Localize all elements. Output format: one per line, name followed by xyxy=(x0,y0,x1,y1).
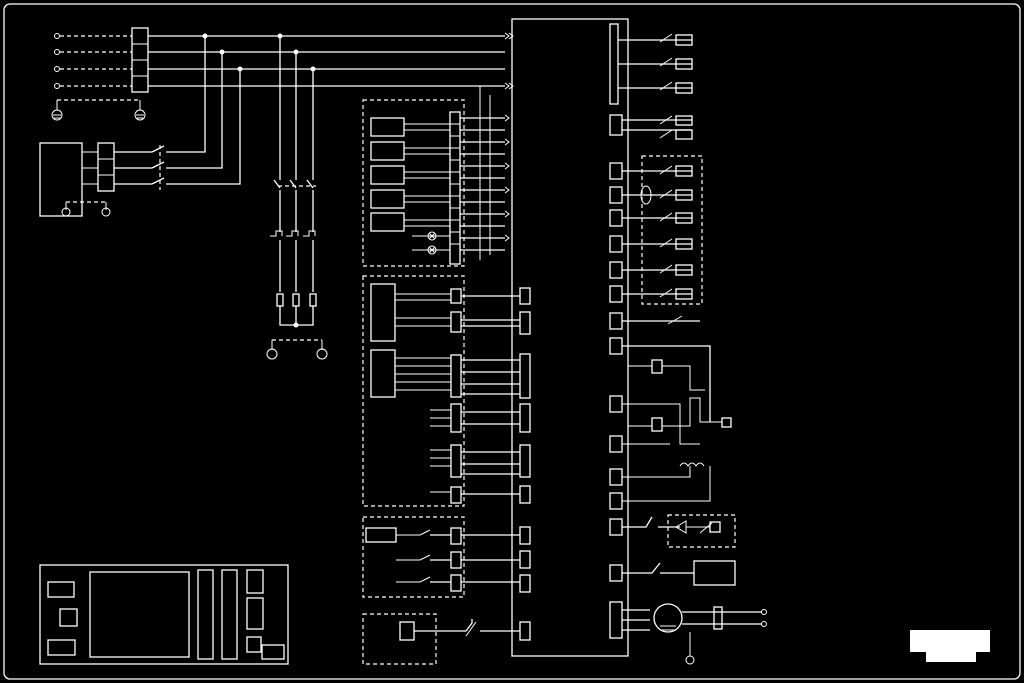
relay-group xyxy=(362,86,510,267)
outer-frame xyxy=(3,3,1021,680)
switch-group xyxy=(362,516,531,598)
connector-group xyxy=(362,275,531,507)
ground-symbol-top xyxy=(51,99,146,121)
breaker-drop xyxy=(266,36,328,360)
title-block xyxy=(910,630,990,662)
board-input-arrows xyxy=(504,32,514,90)
sensor-group-bottom xyxy=(362,613,531,665)
right-output-circuits xyxy=(609,33,767,665)
transformer-block xyxy=(39,36,241,217)
main-controller-board xyxy=(511,18,629,657)
control-panel-block xyxy=(39,564,289,665)
